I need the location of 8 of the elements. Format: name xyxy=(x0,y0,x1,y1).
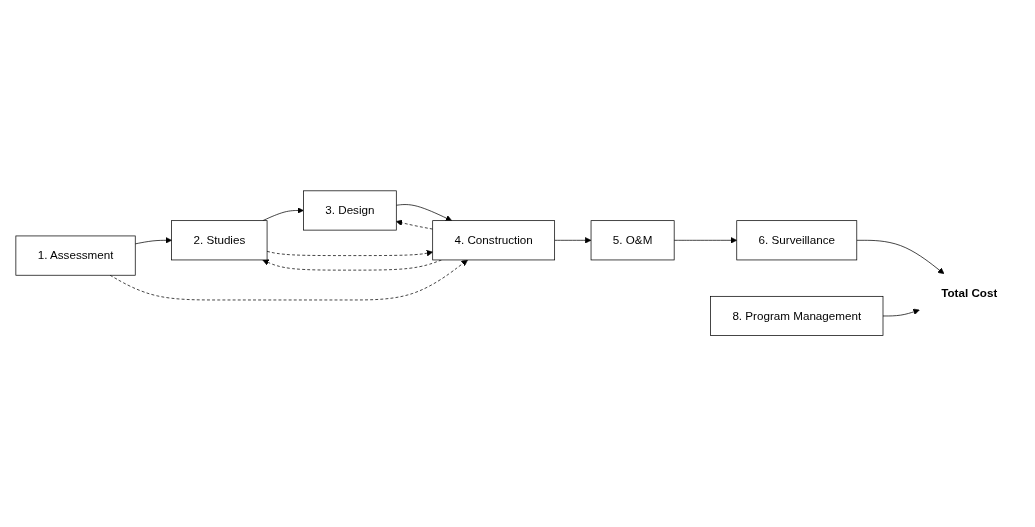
node-text: Total Cost xyxy=(941,287,998,300)
node-box: 1. Assessment xyxy=(15,235,136,276)
node-box: 2. Studies xyxy=(171,220,268,261)
node-box: 3. Design xyxy=(303,190,397,231)
node-box: 4. Construction xyxy=(432,220,556,261)
node-box: 6. Surveillance xyxy=(736,220,858,261)
node-box: 8. Program Management xyxy=(710,296,884,337)
node-box: 5. O&M xyxy=(590,220,675,261)
